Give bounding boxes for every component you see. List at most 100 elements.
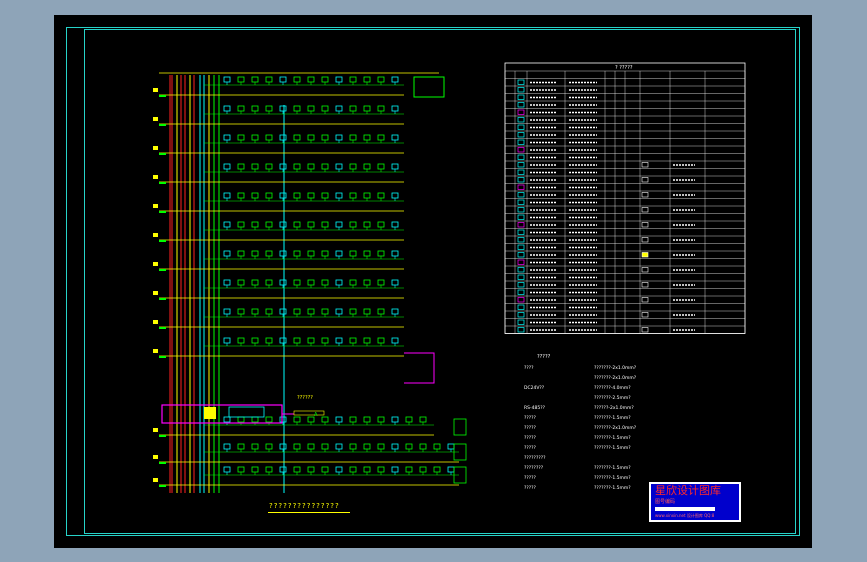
legend-icon-32 — [517, 312, 525, 318]
control-panel-module — [204, 407, 216, 419]
title-block: 星欣设计图库 图号编码 www.xinxin.net 设计图库 QQ:8 — [649, 482, 741, 522]
legend-icon-1 — [517, 79, 525, 85]
floor-marker-8 — [153, 320, 158, 324]
note-text-1: ???????-2x1.0mm? — [594, 375, 637, 381]
legend-icon2-22 — [641, 237, 649, 243]
legend-icon-15 — [517, 184, 525, 190]
note-label-5: ????? — [524, 415, 537, 421]
legend-icon2-24 — [641, 252, 649, 258]
legend-icon-22 — [517, 237, 525, 243]
legend-icon-26 — [517, 267, 525, 273]
title-block-subtitle: 图号编码 — [655, 499, 676, 505]
legend-icon2-32 — [641, 312, 649, 318]
note-label-10: ???????? — [524, 465, 544, 471]
note-label-6: ????? — [524, 425, 537, 431]
floor-marker-4 — [153, 204, 158, 208]
wiring-notes: ????????????????-2x1.0mm????????-2x1.0mm… — [524, 354, 637, 491]
terminal-box-0 — [453, 418, 467, 436]
floor-marker-1 — [153, 117, 158, 121]
legend-icon-10 — [517, 147, 525, 153]
callout-sub: A — [314, 412, 318, 418]
floor-marker-2 — [153, 146, 158, 150]
floor-marker-9 — [153, 349, 158, 353]
legend-icon-13 — [517, 169, 525, 175]
legend-icon-14 — [517, 177, 525, 183]
legend-icon-4 — [517, 102, 525, 108]
note-label-7: ????? — [524, 435, 537, 441]
legend-icon-6 — [517, 117, 525, 123]
terminal-box-1 — [453, 443, 467, 461]
note-text-2: ???????-4.0mm? — [594, 385, 631, 391]
floor-marker-6 — [153, 262, 158, 266]
legend-title: ? ????? — [615, 65, 633, 71]
control-panel-display — [228, 406, 265, 418]
legend-icon2-12 — [641, 162, 649, 168]
floor-marker-10 — [153, 428, 158, 432]
drawing-caption: ??????????????? — [269, 502, 340, 510]
note-text-10: ???????-1.5mm? — [594, 465, 631, 471]
legend-icon2-14 — [641, 177, 649, 183]
note-label-8: ????? — [524, 445, 537, 451]
legend-icon2-34 — [641, 327, 649, 333]
legend-icon-28 — [517, 282, 525, 288]
legend-icon2-30 — [641, 297, 649, 303]
note-text-5: ???????-1.5mm? — [594, 415, 631, 421]
legend-icon-21 — [517, 229, 525, 235]
inner-border-frame — [84, 29, 796, 534]
title-block-bar — [655, 507, 715, 511]
note-label-11: ????? — [524, 475, 537, 481]
legend-icon-20 — [517, 222, 525, 228]
drawing-sheet: ??????A ? ????? ????????????????-2x1.0mm… — [54, 15, 812, 548]
note-text-4: ??????-2x1.0mm? — [594, 405, 634, 411]
note-text-0: ???????-2x1.0mm? — [594, 365, 637, 371]
note-label-0: ???? — [524, 365, 534, 371]
note-text-6: ???????-2x1.0mm? — [594, 425, 637, 431]
legend-icon-11 — [517, 154, 525, 160]
floor-marker-11 — [153, 455, 158, 459]
caption-underline — [268, 512, 350, 513]
outer-border-frame — [66, 27, 800, 536]
legend-icon-17 — [517, 199, 525, 205]
legend-icon-33 — [517, 319, 525, 325]
floor-marker-12 — [153, 478, 158, 482]
note-text-12: ???????-1.5mm? — [594, 485, 631, 491]
legend-icon-3 — [517, 94, 525, 100]
callout-box — [293, 410, 325, 416]
legend-icon-7 — [517, 124, 525, 130]
title-block-name: 星欣设计图库 — [655, 484, 721, 497]
riser-schematic: ??????A — [153, 72, 467, 493]
note-label-12: ????? — [524, 485, 537, 491]
legend-icon2-20 — [641, 222, 649, 228]
legend-icon-2 — [517, 87, 525, 93]
equipment-legend-table: ? ????? — [504, 62, 746, 334]
legend-icon2-26 — [641, 267, 649, 273]
note-text-8: ???????-1.5mm? — [594, 445, 631, 451]
legend-icon-16 — [517, 192, 525, 198]
legend-icon-31 — [517, 304, 525, 310]
legend-icon-9 — [517, 139, 525, 145]
legend-icon2-28 — [641, 282, 649, 288]
magenta-loop — [404, 352, 435, 384]
terminal-box-2 — [453, 466, 467, 484]
top-panel — [413, 76, 445, 98]
floor-marker-7 — [153, 291, 158, 295]
legend-icon2-16 — [641, 192, 649, 198]
legend-icon-27 — [517, 274, 525, 280]
note-label-9: ????????? — [524, 455, 546, 461]
note-label-2: DC24V?? — [524, 385, 545, 391]
legend-icon-12 — [517, 162, 525, 168]
legend-icon-5 — [517, 109, 525, 115]
legend-icon2-18 — [641, 207, 649, 213]
legend-icon-8 — [517, 132, 525, 138]
floor-marker-0 — [153, 88, 158, 92]
legend-icon-24 — [517, 252, 525, 258]
legend-icon-18 — [517, 207, 525, 213]
legend-icon-23 — [517, 244, 525, 250]
title-block-url: www.xinxin.net 设计图库 QQ:8 — [655, 513, 715, 518]
floor-marker-3 — [153, 175, 158, 179]
note-text-7: ???????-1.5mm? — [594, 435, 631, 441]
note-text-3: ???????-2.5mm? — [594, 395, 631, 401]
legend-icon-25 — [517, 259, 525, 265]
note-text-11: ???????-1.5mm? — [594, 475, 631, 481]
legend-icon-34 — [517, 327, 525, 333]
